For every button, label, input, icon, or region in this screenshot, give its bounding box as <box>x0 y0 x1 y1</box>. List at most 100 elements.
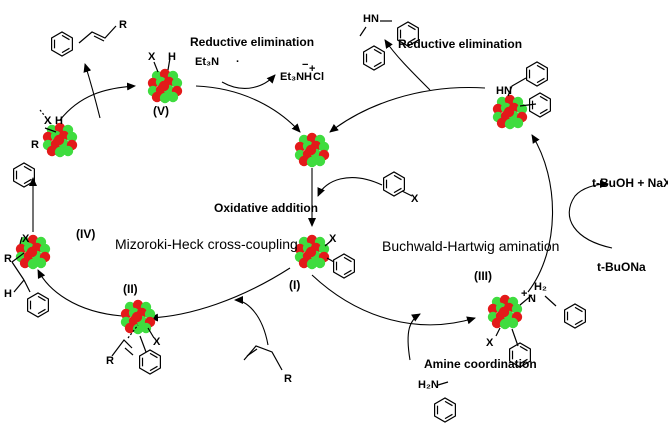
v-x-bond <box>153 61 159 73</box>
benzene-ring <box>27 292 49 318</box>
stilbene-double-bond <box>93 35 105 42</box>
ii-x-bond <box>147 327 155 339</box>
atom-x-arylhalide: X <box>411 193 419 205</box>
benzene-double-bond <box>37 295 46 302</box>
nanoparticle-atom <box>62 145 74 157</box>
nanoparticle-atom <box>42 131 54 143</box>
nanoparticle-atom <box>498 306 510 318</box>
nanoparticle-atom <box>306 234 318 246</box>
amido-n-bond <box>507 77 527 97</box>
label-nh-charge: + <box>309 63 315 75</box>
benzene-double-bond <box>536 64 545 71</box>
pd-nanoparticle-i <box>294 234 330 270</box>
label-base: t-BuONa <box>597 260 646 274</box>
nanoparticle-atom <box>132 299 144 311</box>
arrow-ii-to-iv <box>37 269 123 317</box>
benzene-ring <box>434 397 456 423</box>
benzene-double-bond <box>23 178 32 185</box>
benzene-ring <box>139 349 161 375</box>
label-reductive-elimination-left: Reductive elimination <box>190 35 314 49</box>
arrow-arylhalide-in <box>317 177 383 197</box>
ii-pi-bond <box>127 324 139 339</box>
nanoparticle-atom <box>507 317 519 329</box>
benzene-double-bond <box>536 77 545 84</box>
label-intermediate-v: (V) <box>153 104 169 118</box>
nanoparticle-atom <box>144 308 156 320</box>
benzene-ring <box>13 162 35 188</box>
label-cl: Cl <box>313 71 324 83</box>
arrow-aniline-in <box>407 313 421 361</box>
benzene-double-bond <box>149 365 158 372</box>
nanoparticle-atom <box>27 234 39 246</box>
benzene-double-bond <box>574 319 583 326</box>
nanoparticle-atom <box>492 103 504 115</box>
atom-x-i: X <box>329 233 337 245</box>
atom-x-vi: X <box>44 115 52 127</box>
nanoparticle-atom <box>159 68 171 80</box>
pd-nanoparticle-ii <box>120 299 156 335</box>
benzene-double-bond <box>519 345 528 352</box>
nanoparticle-atom <box>158 80 170 92</box>
nanoparticle-atom <box>487 303 499 315</box>
iv-x-bond <box>19 236 23 245</box>
atom-h2n-aniline: H₂N <box>418 379 439 391</box>
nanoparticle-atom <box>516 103 528 115</box>
atom-r-alkene: R <box>284 373 292 385</box>
label-oxidative-addition: Oxidative addition <box>214 201 318 215</box>
label-intermediate-iv: (IV) <box>76 227 95 241</box>
atom-r-ii: R <box>106 355 114 367</box>
nanoparticle-atom <box>294 243 306 255</box>
nanoparticle-atom <box>15 243 27 255</box>
nanoparticle-atom <box>39 243 51 255</box>
pd-nanoparticle-amido <box>492 94 528 130</box>
arrow-rightcycle-to-catalyst <box>329 86 486 133</box>
nanoparticle-atom <box>499 294 511 306</box>
nanoparticle-atom <box>512 117 524 129</box>
nanoparticle-atom <box>294 141 306 153</box>
benzene-double-bond <box>444 400 453 407</box>
ii-alkene-double <box>124 347 134 356</box>
atom-r-iv: R <box>4 253 12 265</box>
nanoparticle-atom <box>35 257 47 269</box>
nanoparticle-atom <box>318 141 330 153</box>
vi-r-bond <box>44 127 57 133</box>
nanoparticle-atom <box>496 117 508 129</box>
nanoparticle-atom <box>131 311 143 323</box>
label-reductive-elimination-right: Reductive elimination <box>398 37 522 51</box>
label-buchwald-hartwig: Buchwald-Hartwig amination <box>382 238 559 254</box>
benzene-double-bond <box>343 256 352 263</box>
label-intermediate-i: (I) <box>289 278 300 292</box>
arrow-product-stilbene <box>83 63 101 119</box>
benzene-ring <box>509 342 531 368</box>
iii-ph-bond <box>511 328 519 347</box>
nanoparticle-atom <box>46 145 58 157</box>
label-amine-coordination: Amine coordination <box>424 357 537 371</box>
aniline-n-bond <box>437 381 449 386</box>
iv-h-bond <box>13 279 25 293</box>
benzene-double-bond <box>373 48 382 55</box>
iv-chain-bond-2 <box>11 261 25 281</box>
nanoparticle-atom <box>26 246 38 258</box>
benzene-double-bond <box>393 187 402 194</box>
atom-plus-iii: + <box>521 288 527 300</box>
benzene-ring <box>529 92 551 118</box>
nanoparticle-atom <box>54 122 66 134</box>
benzene-double-bond <box>61 34 70 41</box>
iv-ph-bond <box>23 279 31 293</box>
i-ph-bond <box>326 257 335 263</box>
iv-chain-bond-1 <box>11 252 25 263</box>
nanoparticle-atom <box>504 94 516 106</box>
arrow-alkene-in <box>234 296 269 346</box>
nanoparticle-atom <box>171 77 183 89</box>
iii-x-bond <box>495 327 501 337</box>
nanoparticle-atom <box>306 132 318 144</box>
iii-n-bond <box>519 294 533 306</box>
nanoparticle-atom <box>305 246 317 258</box>
benzene-double-bond <box>23 165 32 172</box>
label-cl-charge: − <box>302 59 308 71</box>
atom-h2-iii: H₂ <box>534 281 547 293</box>
atom-h-vi: H <box>55 115 63 127</box>
label-mizoroki-heck: Mizoroki-Heck cross-coupling <box>115 236 298 252</box>
